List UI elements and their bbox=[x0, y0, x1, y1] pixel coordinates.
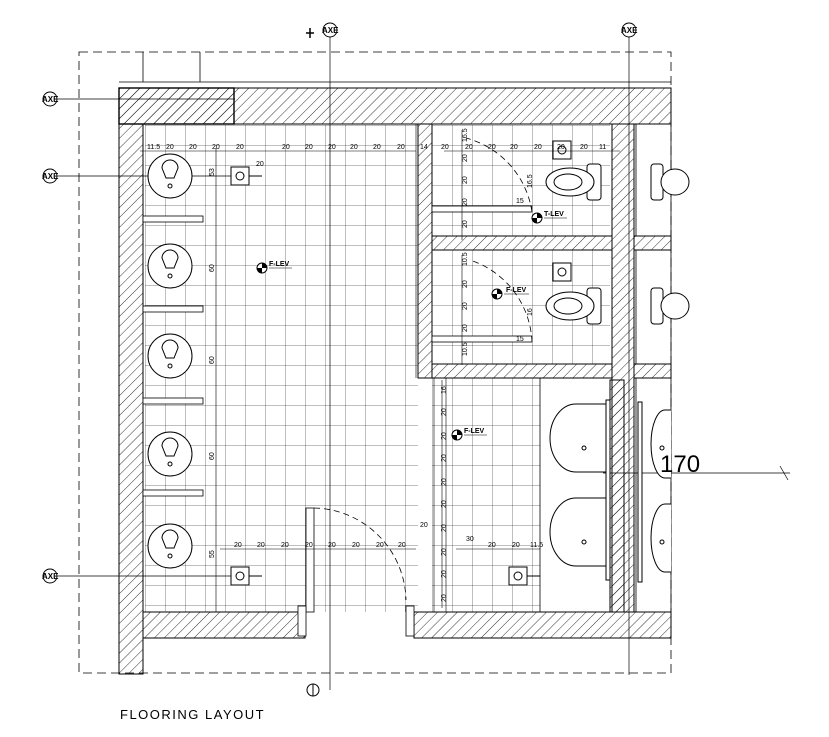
dim-20: 20 bbox=[462, 198, 469, 206]
dim-16: 16 bbox=[441, 386, 448, 394]
svg-text:AXE: AXE bbox=[322, 26, 339, 35]
dim-20: 20 bbox=[462, 324, 469, 332]
exterior-walls bbox=[118, 52, 672, 675]
svg-text:AXE: AXE bbox=[42, 172, 59, 181]
dim-20: 20 bbox=[580, 144, 588, 151]
dim-20: 20 bbox=[441, 524, 448, 532]
dim-20: 20 bbox=[441, 454, 448, 462]
level-marker-2: F-LEV bbox=[451, 428, 487, 441]
axis-marker-left-2: AXE bbox=[42, 168, 59, 184]
dim-20: 20 bbox=[234, 542, 242, 549]
svg-text:F-LEV: F-LEV bbox=[269, 261, 290, 268]
dim-55: 55 bbox=[209, 550, 216, 558]
dim-20: 20 bbox=[510, 144, 518, 151]
dim-10-5: 10.5 bbox=[462, 252, 469, 266]
washbasins bbox=[549, 399, 671, 583]
dim-20: 20 bbox=[462, 220, 469, 228]
toilets bbox=[545, 163, 690, 325]
floor-drains bbox=[230, 140, 572, 586]
section-arrows bbox=[306, 28, 314, 38]
big-dimension-label: 170 bbox=[660, 451, 700, 478]
dim-20: 20 bbox=[557, 144, 565, 151]
dim-53: 53 bbox=[209, 168, 216, 176]
dim-20: 20 bbox=[488, 144, 496, 151]
dim-20: 20 bbox=[462, 176, 469, 184]
dim-60: 60 bbox=[209, 452, 216, 460]
dim-20: 20 bbox=[282, 144, 290, 151]
dim-11-5: 11.5 bbox=[530, 542, 543, 549]
dim-20: 20 bbox=[281, 542, 289, 549]
axis-marker-top-2: AXE bbox=[621, 22, 638, 38]
svg-text:AXE: AXE bbox=[42, 572, 59, 581]
dim-20: 20 bbox=[376, 542, 384, 549]
svg-text:AXE: AXE bbox=[42, 95, 59, 104]
dim-20: 20 bbox=[189, 144, 197, 151]
level-markers: F-LEV F-LEV F-LEV T-LEV bbox=[256, 211, 567, 441]
dim-20: 20 bbox=[534, 144, 542, 151]
dim-20: 20 bbox=[328, 542, 336, 549]
dim-16: 16 bbox=[527, 308, 534, 316]
dimension-lines bbox=[140, 130, 620, 612]
dim-20: 20 bbox=[397, 144, 405, 151]
dim-26-5: 16.5 bbox=[527, 174, 534, 188]
svg-text:F-LEV: F-LEV bbox=[464, 428, 485, 435]
dim-20: 20 bbox=[373, 144, 381, 151]
dim-11: 11 bbox=[599, 144, 606, 151]
dim-20: 20 bbox=[352, 542, 360, 549]
axis-marker-left-3: AXE bbox=[42, 568, 59, 584]
dim-20: 20 bbox=[328, 144, 336, 151]
dim-20: 20 bbox=[420, 522, 428, 529]
dim-20: 20 bbox=[488, 542, 496, 549]
axis-marker-bottom bbox=[306, 683, 320, 697]
dim-20: 20 bbox=[257, 542, 265, 549]
tile-grid-main bbox=[145, 125, 610, 612]
dim-60: 60 bbox=[209, 264, 216, 272]
dim-60: 60 bbox=[209, 356, 216, 364]
axis-marker-left-1: AXE bbox=[42, 91, 59, 107]
dim-20: 20 bbox=[350, 144, 358, 151]
drawing-title: FLOORING LAYOUT bbox=[120, 707, 265, 722]
dim-16-5: 16.5 bbox=[462, 128, 469, 142]
axis-marker-top-1: AXE bbox=[322, 22, 339, 38]
dim-30: 30 bbox=[466, 536, 474, 543]
dim-20: 20 bbox=[256, 161, 264, 168]
dim-20: 20 bbox=[166, 144, 174, 151]
svg-text:F-LEV: F-LEV bbox=[506, 287, 527, 294]
level-marker-1: F-LEV bbox=[256, 261, 292, 274]
dim-15: 15 bbox=[516, 198, 524, 205]
level-marker-3: F-LEV bbox=[491, 287, 529, 300]
level-marker-4: T-LEV bbox=[531, 211, 567, 224]
dim-20: 20 bbox=[305, 144, 313, 151]
dimension-text: 11.5 20 20 20 20 20 20 20 20 20 20 14 20… bbox=[147, 128, 606, 602]
dim-14: 14 bbox=[420, 144, 428, 151]
dim-20: 20 bbox=[462, 154, 469, 162]
svg-text:AXE: AXE bbox=[621, 26, 638, 35]
dim-20: 20 bbox=[236, 144, 244, 151]
dim-20: 20 bbox=[212, 144, 220, 151]
dim-20: 20 bbox=[398, 542, 406, 549]
dim-20: 20 bbox=[441, 570, 448, 578]
dim-20: 20 bbox=[462, 302, 469, 310]
dim-20: 20 bbox=[465, 144, 473, 151]
dim-20: 20 bbox=[462, 280, 469, 288]
dim-20: 20 bbox=[441, 478, 448, 486]
dim-20: 20 bbox=[441, 144, 449, 151]
axis-markers: AXE AXE AXE AXE AXE bbox=[42, 22, 638, 697]
urinal-screens bbox=[142, 215, 204, 497]
dim-20: 20 bbox=[441, 594, 448, 602]
dim-20: 20 bbox=[441, 500, 448, 508]
dim-15: 15 bbox=[516, 336, 524, 343]
svg-text:T-LEV: T-LEV bbox=[544, 211, 564, 218]
urinals bbox=[147, 153, 193, 569]
dim-20: 20 bbox=[305, 542, 313, 549]
dim-20: 20 bbox=[441, 548, 448, 556]
dim-20: 20 bbox=[441, 408, 448, 416]
dim-10-5: 10.5 bbox=[462, 342, 469, 356]
dim-20: 20 bbox=[441, 432, 448, 440]
doors bbox=[297, 124, 533, 637]
dim-11-5: 11.5 bbox=[147, 144, 160, 151]
dim-20: 20 bbox=[512, 542, 520, 549]
